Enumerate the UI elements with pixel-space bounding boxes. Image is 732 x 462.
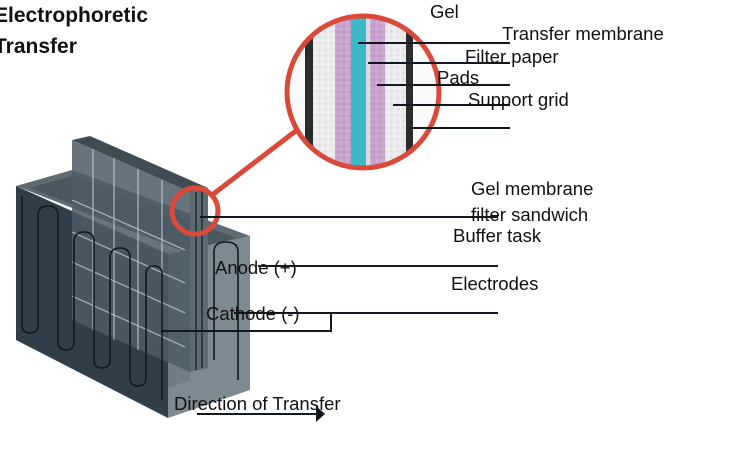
direction-arrow-head <box>316 406 325 422</box>
label-sandwich-line1: Gel membrane <box>471 178 594 199</box>
title-line-2: Transfer <box>0 35 77 58</box>
magnifier-connector <box>210 128 299 197</box>
inset-border-circle <box>284 13 442 171</box>
label-filter-paper: Filter paper <box>465 46 559 67</box>
cassette-top-edge <box>72 136 208 192</box>
title-line-1: Electrophoretic <box>0 4 149 27</box>
cassette-face <box>72 140 190 372</box>
support-grid-right <box>406 17 413 167</box>
electrode-wires <box>21 196 239 400</box>
filter-paper-left <box>335 17 351 167</box>
pad-left <box>313 17 335 167</box>
label-anode: Anode (+) <box>215 257 297 278</box>
transfer-membrane-layer <box>366 17 370 167</box>
gel-layer <box>351 17 366 167</box>
label-buffer-tank: Buffer task <box>453 225 542 246</box>
leader-cathode-bracket <box>161 313 332 332</box>
cathode-wire <box>21 196 163 400</box>
anode-wire <box>213 241 239 380</box>
cassette-side <box>190 188 208 372</box>
label-gel: Gel <box>430 1 459 22</box>
support-grid-left <box>305 17 313 167</box>
pad-right <box>385 17 406 167</box>
diagram-title: Electrophoretic Transfer <box>0 0 148 62</box>
label-cathode: Cathode (-) <box>206 303 300 324</box>
label-sandwich-line2: filter sandwich <box>471 204 589 225</box>
label-transfer-membrane: Transfer membrane <box>502 23 664 44</box>
leader-lines <box>161 42 510 415</box>
magnifier-focus-circle <box>169 185 221 237</box>
label-support-grid: Support grid <box>468 89 569 110</box>
label-pads: Pads <box>437 67 480 88</box>
label-electrodes: Electrodes <box>451 273 539 294</box>
filter-paper-right <box>370 17 385 167</box>
label-direction-of-transfer: Direction of Transfer <box>174 393 341 414</box>
